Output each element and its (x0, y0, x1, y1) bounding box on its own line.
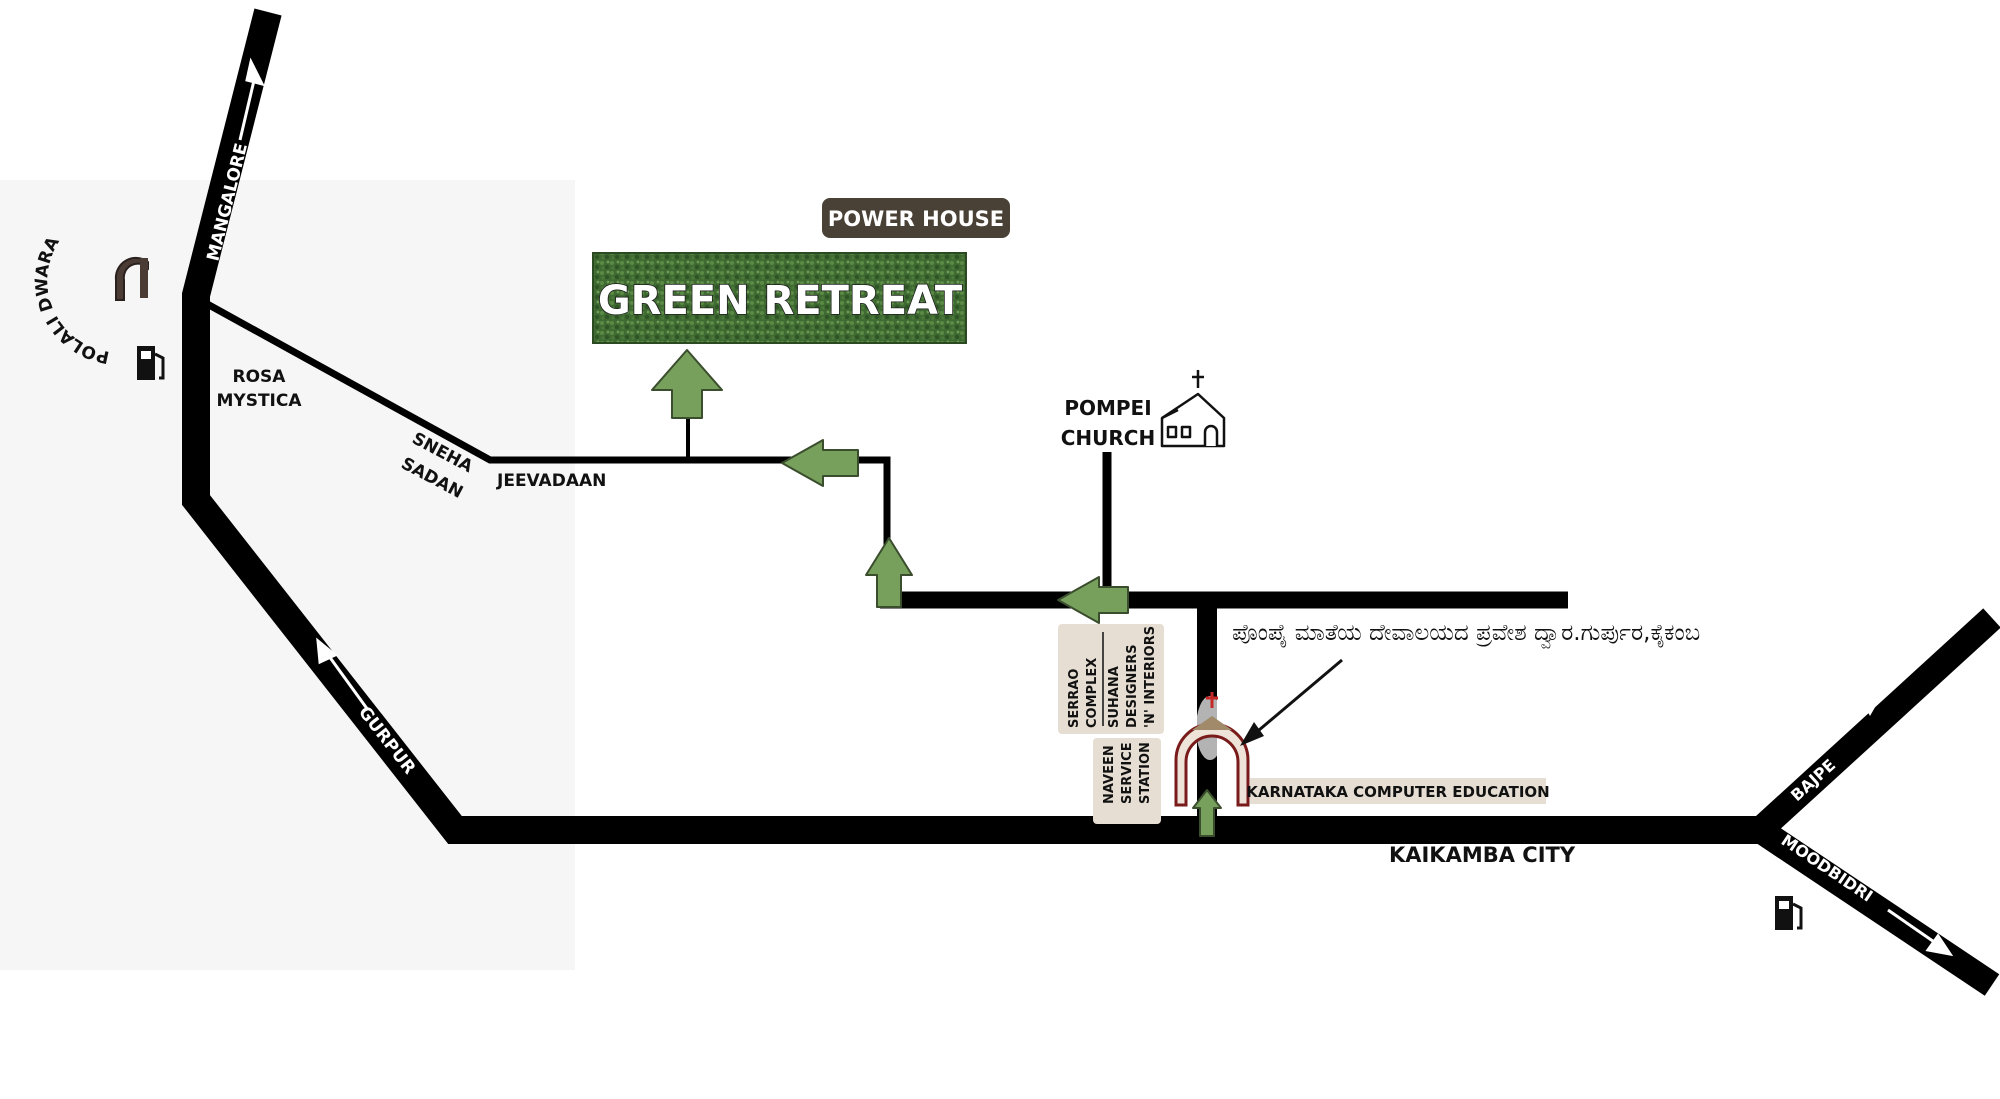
direction-arrow-icon (1057, 576, 1129, 624)
power-house-badge (822, 198, 1010, 238)
pointer-arrow (1251, 658, 1343, 738)
direction-arrow-icon (1925, 933, 1954, 957)
power-house-label: POWER HOUSE (828, 207, 1004, 231)
serrao-complex-label-2: COMPLEX (1085, 658, 1100, 728)
naveen-service-label-1: NAVEEN (1102, 745, 1117, 804)
karnataka-computer-board (1250, 778, 1546, 804)
green-retreat-title: GREEN RETREAT (598, 278, 963, 324)
green-retreat-sign (592, 252, 967, 344)
fuel-pump-icon (1775, 896, 1803, 930)
pompei-church-label-2: CHURCH (1061, 426, 1155, 450)
pompei-church-label-1: POMPEI (1064, 396, 1151, 420)
arch-gate-icon (1174, 692, 1250, 807)
road-direction-arrows (238, 57, 1954, 957)
direction-arrow-icon (865, 537, 913, 608)
direction-arrow-icon (1859, 689, 1886, 717)
rosa-mystica-label-2: MYSTICA (216, 391, 302, 411)
background-panel (0, 180, 575, 970)
kannada-note: ಪೊಂಪೈ ಮಾತೆಯ ದೇವಾಲಯದ ಪ್ರವೇಶ ದ್ವಾರ.ಗುರ್ಪುರ… (1232, 620, 1700, 649)
suhana-designers-label-2: DESIGNERS (1125, 644, 1140, 728)
kaikamba-city-label: KAIKAMBA CITY (1389, 843, 1576, 867)
rosa-mystica-label-1: ROSA (233, 367, 287, 387)
naveen-service-label-3: STATION (1138, 742, 1153, 804)
main-road-mangalore-kaikamba (182, 8, 1760, 844)
moodbidri-label: MOODBIDRI (1778, 831, 1877, 906)
naveen-service-label-2: SERVICE (1120, 742, 1135, 804)
road-bajpe (1751, 608, 2000, 840)
naveen-service-board (1093, 738, 1161, 824)
direction-arrow-icon (781, 439, 859, 487)
road-moodbidri (1752, 819, 2000, 996)
direction-arrow-icon (1240, 722, 1264, 746)
karnataka-computer-label: KARNATAKA COMPUTER EDUCATION (1246, 783, 1549, 801)
route-arrows (651, 349, 1222, 837)
jeevadaan-label: JEEVADAAN (496, 471, 606, 491)
suhana-designers-label-1: SUHANA (1107, 666, 1122, 728)
serrao-suhana-board (1058, 624, 1164, 734)
fuel-pump-icon (137, 346, 165, 380)
arch-gate-icon (114, 256, 149, 301)
direction-arrow-icon (245, 57, 265, 87)
direction-arrow-icon (1192, 789, 1222, 837)
church-icon (1160, 370, 1226, 448)
direction-arrow-icon (651, 349, 723, 419)
direction-arrow-icon (316, 637, 338, 665)
suhana-designers-label-3: 'N' INTERIORS (1143, 626, 1158, 728)
serrao-complex-label-1: SERRAO (1067, 669, 1082, 728)
roads (182, 8, 2000, 996)
